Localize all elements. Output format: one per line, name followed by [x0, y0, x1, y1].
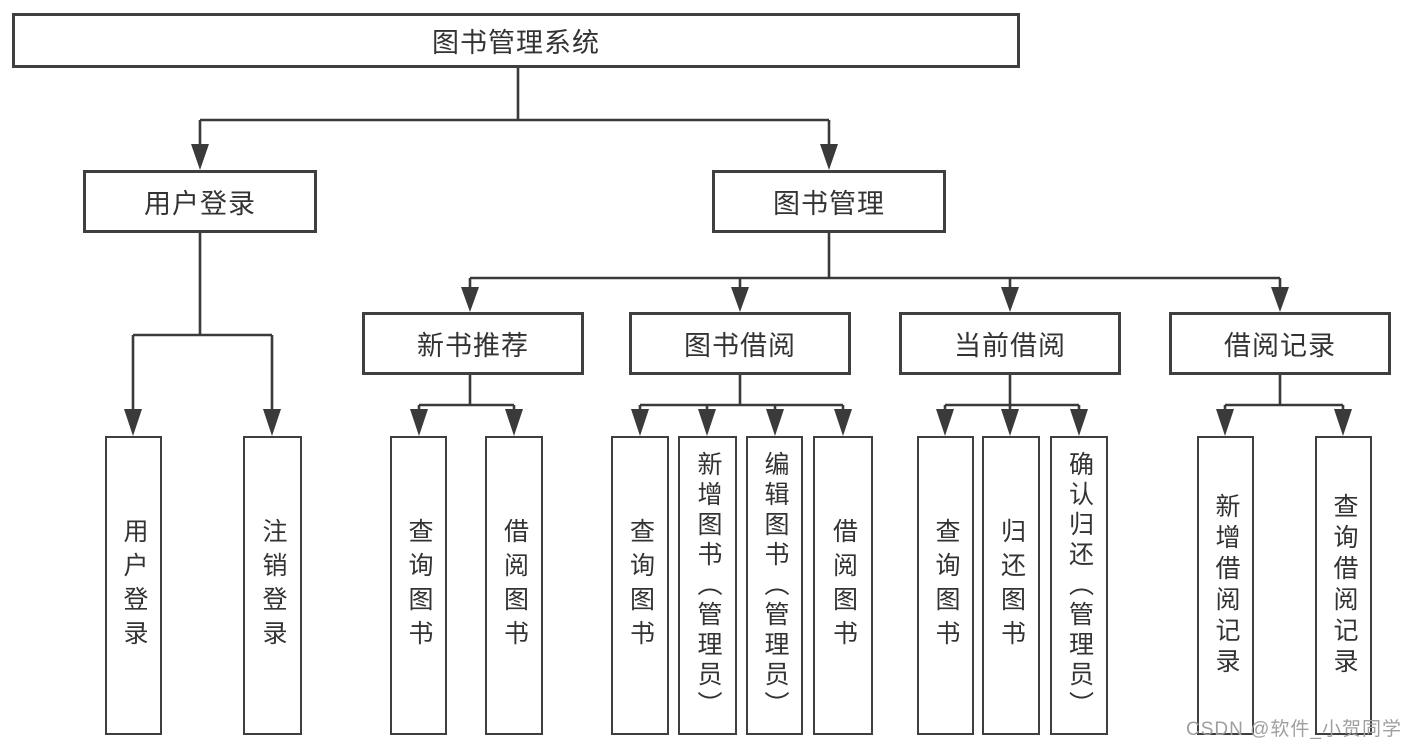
- leaf-borrow-books: 借阅图书: [813, 436, 873, 735]
- arrowhead-icon: [461, 287, 479, 312]
- arrowhead-icon: [1216, 409, 1234, 436]
- leaf-add-book-admin: 新增图书（管理员）: [678, 436, 737, 735]
- node-book-management: 图书管理: [712, 170, 946, 233]
- csdn-watermark: CSDN @软件_小贺同学: [1186, 719, 1402, 740]
- leaf-user-login: 用户登录: [105, 436, 162, 735]
- node-label: 查询借阅记录: [1330, 492, 1358, 679]
- node-label: 借阅图书: [829, 517, 858, 654]
- arrowhead-icon: [1070, 409, 1088, 436]
- node-label: 图书管理系统: [432, 28, 600, 58]
- arrowhead-icon: [505, 409, 523, 436]
- node-label: 查询图书: [626, 517, 655, 654]
- leaf-query-books-borrow: 查询图书: [611, 436, 669, 735]
- node-label: 确认归还（管理员）: [1065, 450, 1094, 721]
- arrowhead-icon: [124, 409, 142, 436]
- node-book-borrow: 图书借阅: [629, 312, 851, 375]
- arrowhead-icon: [191, 144, 209, 170]
- arrowhead-icon: [731, 287, 749, 312]
- leaf-borrow-books-recommend: 借阅图书: [485, 436, 543, 735]
- arrowhead-icon: [631, 409, 649, 436]
- node-label: 查询图书: [932, 517, 960, 654]
- arrowhead-icon: [410, 409, 428, 436]
- arrowhead-icon: [1001, 409, 1019, 436]
- arrowhead-icon: [698, 409, 716, 436]
- edge-book-borrow-to-leaves: [631, 375, 852, 436]
- arrowhead-icon: [1271, 287, 1289, 312]
- leaf-edit-book-admin: 编辑图书（管理员）: [746, 436, 803, 735]
- leaf-query-borrow-record: 查询借阅记录: [1315, 436, 1372, 735]
- node-label: 编辑图书（管理员）: [761, 450, 789, 721]
- node-label: 当前借阅: [954, 331, 1066, 361]
- leaf-return-book: 归还图书: [982, 436, 1040, 735]
- node-label: 借阅图书: [500, 517, 529, 654]
- edge-book-management-to-level3: [461, 233, 1289, 312]
- node-current-borrow: 当前借阅: [899, 312, 1121, 375]
- node-library-management-system: 图书管理系统: [12, 13, 1020, 68]
- node-label: 新增借阅记录: [1212, 492, 1240, 679]
- arrowhead-icon: [1001, 287, 1019, 312]
- edge-user-login-to-leaves: [124, 233, 281, 436]
- node-label: 查询图书: [405, 517, 433, 654]
- node-new-book-recommend: 新书推荐: [362, 312, 584, 375]
- node-label: 注销登录: [259, 517, 287, 654]
- node-label: 归还图书: [997, 517, 1026, 654]
- leaf-add-borrow-record: 新增借阅记录: [1197, 436, 1254, 735]
- arrowhead-icon: [263, 409, 281, 436]
- edge-current-borrow-to-leaves: [936, 375, 1088, 436]
- arrowhead-icon: [820, 144, 838, 170]
- edge-borrow-records-to-leaves: [1216, 375, 1352, 436]
- node-label: 用户登录: [144, 189, 256, 219]
- node-label: 新增图书（管理员）: [694, 450, 722, 721]
- node-label: 图书管理: [773, 189, 885, 219]
- edge-root-to-level2: [191, 68, 838, 170]
- leaf-confirm-return-admin: 确认归还（管理员）: [1050, 436, 1108, 735]
- arrowhead-icon: [1334, 409, 1352, 436]
- node-label: 新书推荐: [417, 331, 529, 361]
- arrowhead-icon: [834, 409, 852, 436]
- leaf-logout: 注销登录: [243, 436, 302, 735]
- node-label: 用户登录: [120, 517, 148, 654]
- leaf-query-books-current: 查询图书: [917, 436, 974, 735]
- edge-new-book-recommend-to-leaves: [410, 375, 523, 436]
- leaf-query-books-recommend: 查询图书: [390, 436, 447, 735]
- node-borrow-records: 借阅记录: [1169, 312, 1391, 375]
- node-label: 图书借阅: [684, 331, 796, 361]
- arrowhead-icon: [766, 409, 784, 436]
- arrowhead-icon: [936, 409, 954, 436]
- node-label: 借阅记录: [1224, 331, 1336, 361]
- node-user-login: 用户登录: [83, 170, 317, 233]
